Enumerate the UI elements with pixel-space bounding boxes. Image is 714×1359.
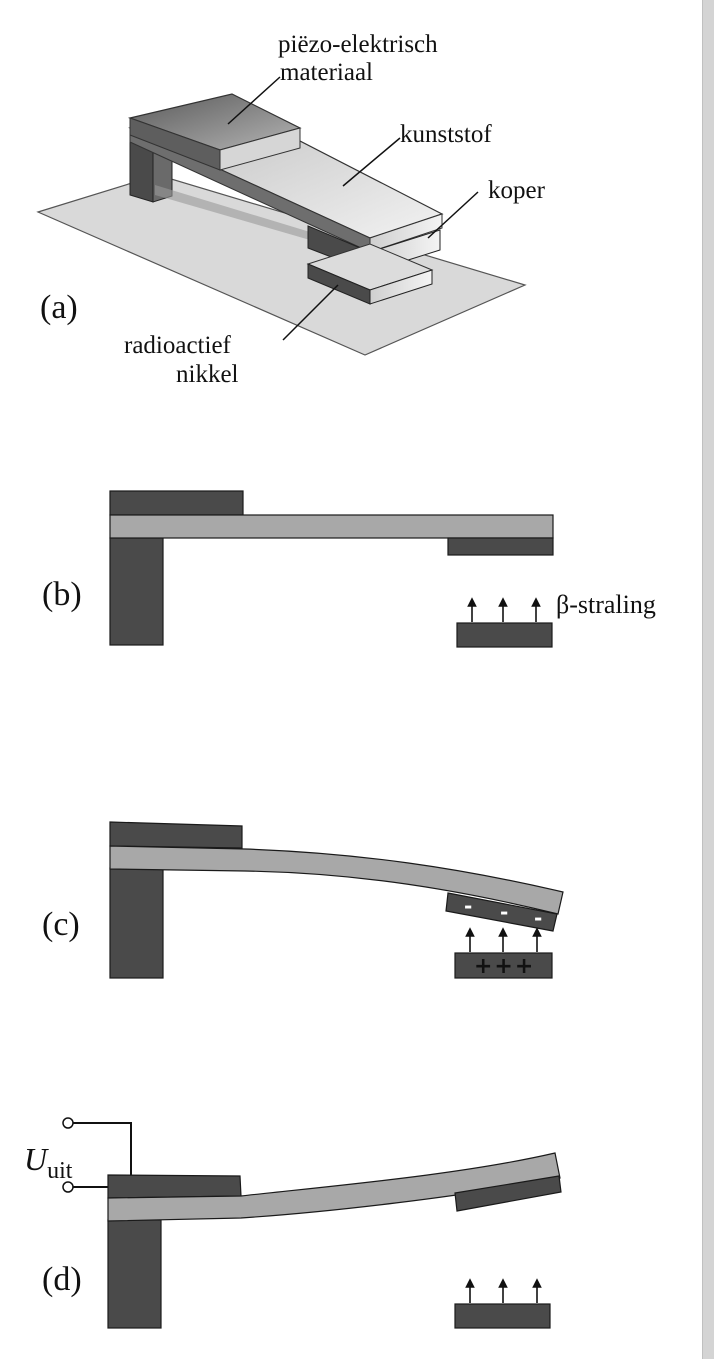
piezo-block-end bbox=[219, 127, 301, 171]
panel-label-c: (c) bbox=[42, 906, 80, 943]
nickel-source bbox=[454, 952, 553, 979]
label-beta-radiation: β-straling bbox=[556, 590, 656, 619]
voltage-subscript: uit bbox=[47, 1158, 73, 1184]
voltage-U: U bbox=[24, 1141, 49, 1177]
label-nikkel-line2: nikkel bbox=[176, 361, 239, 388]
panel-label-a: (a) bbox=[40, 289, 78, 326]
beam-shadow bbox=[155, 185, 310, 240]
nickel-source bbox=[456, 622, 553, 648]
bent-plastic-beam bbox=[109, 845, 564, 915]
label-piezo-line2: materiaal bbox=[280, 59, 373, 86]
panel-d: Uuit (d) bbox=[24, 1117, 562, 1329]
plastic-beam bbox=[109, 514, 554, 539]
bent-plastic-beam bbox=[107, 1152, 561, 1222]
label-piezo-line1: piëzo-elektrisch bbox=[278, 31, 438, 58]
support-block bbox=[109, 867, 164, 979]
panel-c: - - - +++ (c) bbox=[42, 821, 564, 979]
minus-charge: - bbox=[534, 906, 542, 930]
wire-top bbox=[73, 1122, 132, 1175]
label-koper: koper bbox=[488, 177, 546, 204]
support-block bbox=[109, 537, 164, 646]
panel-a: piëzo-elektrisch materiaal kunststof kop… bbox=[36, 31, 546, 388]
piezo-layer bbox=[109, 821, 243, 849]
terminal-top bbox=[62, 1117, 74, 1129]
leader-kunststof bbox=[342, 137, 401, 187]
copper-plate bbox=[454, 1175, 562, 1212]
voltage-symbol: Uuit bbox=[24, 1141, 73, 1184]
piezo-layer bbox=[107, 1174, 242, 1199]
nickel-source bbox=[454, 1303, 551, 1329]
plus-charges: +++ bbox=[474, 954, 535, 979]
copper-plate bbox=[447, 537, 554, 556]
label-kunststof: kunststof bbox=[400, 121, 492, 148]
leader-nikkel bbox=[282, 284, 339, 341]
leader-piezo bbox=[227, 76, 281, 125]
leader-koper bbox=[427, 191, 479, 239]
copper-plate bbox=[445, 892, 558, 932]
base-plate bbox=[36, 174, 527, 356]
label-nikkel-line1: radioactief bbox=[124, 332, 232, 359]
nickel-block-end bbox=[369, 269, 433, 305]
panel-label-d: (d) bbox=[42, 1261, 82, 1298]
page-edge-bar bbox=[702, 0, 714, 1359]
minus-charge: - bbox=[464, 894, 472, 918]
support-block bbox=[107, 1219, 162, 1329]
piezo-layer bbox=[109, 490, 244, 516]
panel-label-b: (b) bbox=[42, 576, 82, 613]
minus-charge: - bbox=[500, 900, 508, 924]
panel-b: β-straling (b) bbox=[42, 490, 656, 648]
